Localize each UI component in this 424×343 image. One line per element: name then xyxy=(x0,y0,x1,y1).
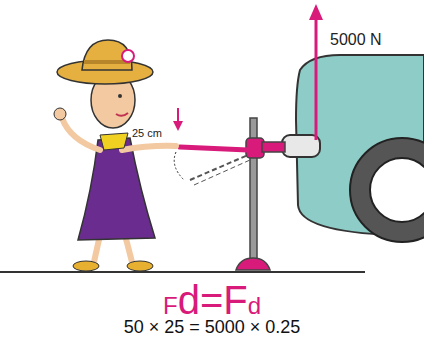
arrow-head xyxy=(309,4,323,20)
ground-line xyxy=(0,271,365,273)
jack-handle xyxy=(180,147,248,150)
equation-text: 50 × 25 = 5000 × 0.25 xyxy=(124,318,301,336)
jack-base xyxy=(236,258,270,270)
woman-mouth xyxy=(116,113,128,116)
jack-arm xyxy=(262,142,285,152)
formula-symbol: F xyxy=(163,294,178,318)
arrow-head xyxy=(173,121,183,131)
handle-lower-position xyxy=(194,160,250,185)
woman-dress xyxy=(78,138,155,240)
car-wheel xyxy=(350,138,424,242)
woman-shoe xyxy=(73,261,99,271)
force-arrow xyxy=(315,18,318,140)
car-bumper xyxy=(282,135,320,157)
woman-scarf xyxy=(100,133,128,150)
formula-symbol: F xyxy=(223,280,247,320)
handle-lower-position xyxy=(190,155,248,180)
woman-hand xyxy=(54,108,66,120)
woman-arm xyxy=(122,146,176,150)
distance-label: 25 cm xyxy=(132,128,162,139)
hat-flower xyxy=(122,50,134,62)
formula-line: Fd=Fd xyxy=(0,280,424,320)
formula-symbol: d xyxy=(178,280,200,320)
distance-arc xyxy=(174,152,184,180)
woman-hat xyxy=(57,60,153,84)
woman-eye xyxy=(118,94,122,98)
woman-shoe xyxy=(127,261,153,271)
formula-symbol: d xyxy=(248,294,261,318)
wheel-hub xyxy=(370,158,424,222)
formula-symbol: = xyxy=(200,280,223,320)
force-value: 5000 N xyxy=(330,32,382,48)
woman-arm xyxy=(62,118,100,150)
